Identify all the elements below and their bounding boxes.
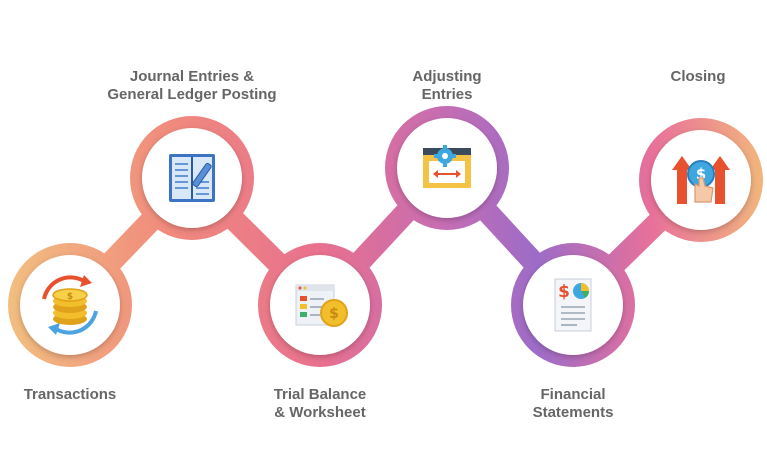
step-label-line: Financial <box>540 386 606 403</box>
svg-text:$: $ <box>329 306 339 322</box>
step-label-transactions: Transactions <box>0 386 140 404</box>
step-label-line: Transactions <box>23 386 117 403</box>
step-label-closing: Closing <box>636 68 760 86</box>
step-label-financial-statements: Financial Statements <box>498 386 648 422</box>
svg-text:$: $ <box>67 292 73 302</box>
svg-text:$: $ <box>558 282 570 302</box>
adjust-settings-window-icon <box>423 145 471 188</box>
step-label-line: Adjusting <box>412 68 482 85</box>
step-label-trial-balance: Trial Balance & Worksheet <box>240 386 400 422</box>
worksheet-coin-icon: $ <box>295 284 348 327</box>
step-label-line: Entries <box>421 86 473 103</box>
step-label-line: General Ledger Posting <box>107 86 277 103</box>
financial-report-icon: $ <box>554 278 592 332</box>
step-label-line: Statements <box>532 404 614 421</box>
svg-text:$: $ <box>696 165 706 183</box>
step-label-journal-entries: Journal Entries & General Ledger Posting <box>92 68 292 104</box>
step-label-line: Closing <box>670 68 726 85</box>
step-label-line: Trial Balance <box>273 386 367 403</box>
step-label-adjusting-entries: Adjusting Entries <box>377 68 517 104</box>
coins-cycle-icon: $ <box>42 275 98 335</box>
step-label-line: & Worksheet <box>274 404 366 421</box>
journal-book-pen-icon <box>169 154 215 202</box>
closing-hand-dollar-icon: $ <box>672 156 730 204</box>
step-label-line: Journal Entries & <box>129 68 255 85</box>
